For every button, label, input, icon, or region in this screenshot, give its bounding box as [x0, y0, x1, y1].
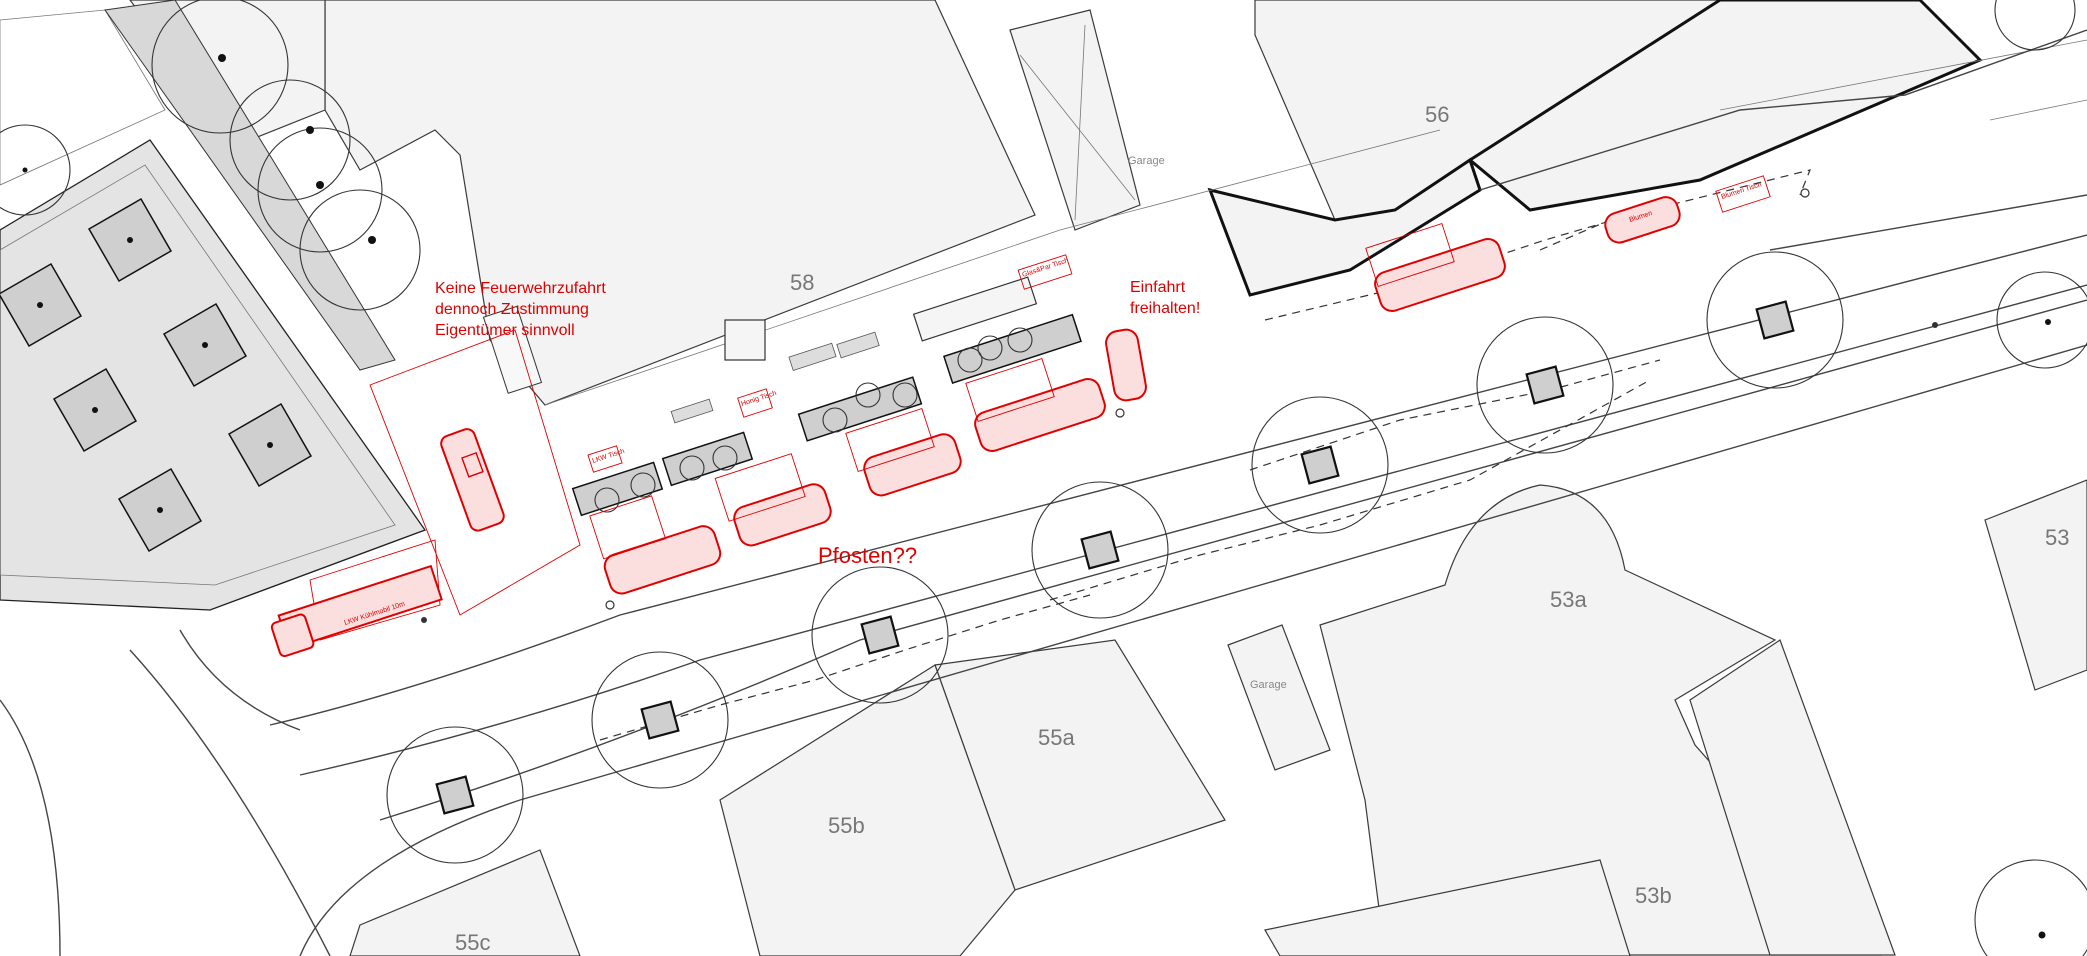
annotation-entry-line1: Einfahrt [1130, 279, 1186, 296]
building-label-53a: 53a [1550, 587, 1587, 612]
building-58 [324, 0, 1036, 406]
vehicle-van-1 [603, 525, 722, 595]
annotation-fire-line2: dennoch Zustimmung [435, 301, 589, 318]
label-stall-glas: Glas&Par Tisch [1021, 257, 1069, 279]
market-tables [482, 276, 1082, 517]
annotation-fire-line1: Keine Feuerwehrzufahrt [435, 280, 606, 297]
building-53 [1984, 479, 2087, 691]
building-label-55c: 55c [455, 930, 490, 955]
post-markers [421, 188, 1938, 623]
building-garage-right [1227, 624, 1331, 771]
red-vehicle-outlines [589, 358, 1055, 560]
vehicle-van-3 [863, 433, 962, 497]
building-56 [1207, 0, 1722, 297]
vehicle-van-4 [974, 378, 1106, 452]
building-label-55b: 55b [828, 813, 865, 838]
building-label-53b: 53b [1635, 883, 1672, 908]
annotation-posts: Pfosten?? [818, 543, 917, 568]
street-trees [386, 0, 2087, 956]
annotation-fire-line3: Eigentümer sinnvoll [435, 322, 575, 339]
vehicle-van-2 [733, 483, 832, 547]
building-bottom-center [1264, 859, 1631, 956]
building-label-55a: 55a [1038, 725, 1075, 750]
walkway-trees [151, 0, 421, 311]
annotation-entry: Einfahrt freihalten! [1130, 279, 1200, 317]
building-label-56: 56 [1425, 102, 1449, 127]
vehicle-car-blumen: Blumen [1604, 196, 1681, 244]
building-55c [349, 849, 581, 956]
annotation-fire-access: Keine Feuerwehrzufahrt dennoch Zustimmun… [435, 280, 606, 339]
building-label-58: 58 [790, 270, 814, 295]
building-label-garage-top: Garage [1128, 155, 1165, 167]
building-label-garage-right: Garage [1250, 679, 1287, 691]
vehicle-van-5 [1365, 223, 1506, 312]
building-56-wing [1467, 0, 1983, 212]
park-tree-pits [0, 197, 313, 553]
building-55b [719, 664, 1016, 956]
vehicle-car-entry [1105, 328, 1147, 402]
vehicle-fire-truck [440, 428, 505, 532]
label-stall-lkw: LKW Tisch [591, 448, 625, 465]
annotation-entry-line2: freihalten! [1130, 300, 1200, 317]
building-53b [1689, 639, 1896, 956]
building-label-53: 53 [2045, 525, 2069, 550]
building-garage-top [1009, 9, 1141, 231]
